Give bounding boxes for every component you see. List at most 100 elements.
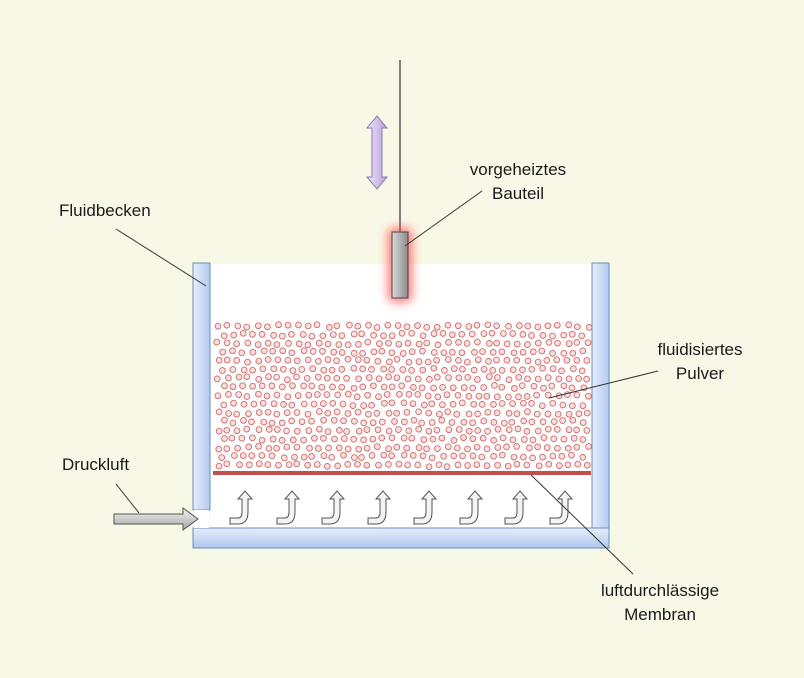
powder-particle	[455, 374, 463, 382]
leader-membrane	[530, 474, 634, 575]
powder-particle	[376, 340, 383, 347]
powder-particle	[365, 410, 372, 418]
powder-particle	[323, 463, 331, 470]
label-tank: Fluidbecken	[59, 199, 151, 223]
powder-particle	[434, 445, 441, 452]
powder-particle	[524, 322, 532, 330]
powder-particle	[320, 400, 327, 407]
powder-particle	[284, 376, 291, 384]
powder-particle	[355, 445, 363, 453]
powder-particle	[524, 408, 531, 415]
powder-particle	[304, 461, 311, 469]
powder-particle	[585, 324, 593, 331]
powder-particle	[515, 373, 523, 381]
powder-particle	[388, 332, 396, 340]
powder-particle	[340, 417, 347, 425]
powder-particle	[535, 462, 543, 470]
powder-particle	[573, 443, 581, 451]
powder-particle	[355, 356, 362, 363]
tank-wall-right	[591, 262, 610, 549]
powder-particle	[403, 408, 411, 416]
powder-particle	[423, 323, 431, 331]
powder-particle	[498, 400, 506, 407]
powder-particle	[360, 419, 368, 427]
powder-particle	[273, 341, 281, 348]
powder-particle	[528, 365, 536, 373]
powder-particle	[373, 324, 381, 331]
powder-particle	[465, 393, 473, 400]
powder-particle	[430, 384, 437, 392]
powder-particle	[490, 437, 497, 444]
powder-particle	[565, 375, 573, 383]
powder-particle	[408, 434, 416, 442]
powder-particle	[433, 426, 441, 434]
powder-particle	[414, 375, 422, 383]
powder-particle	[458, 330, 466, 338]
powder-particle	[350, 350, 358, 357]
powder-particle	[283, 409, 291, 416]
powder-particle	[221, 435, 228, 442]
powder-particle	[438, 416, 446, 424]
powder-particle	[475, 392, 483, 400]
powder-particle	[344, 410, 352, 417]
powder-particle	[293, 409, 301, 416]
powder-particle	[558, 452, 566, 460]
powder-particle	[555, 375, 563, 383]
powder-particle	[375, 461, 382, 469]
powder-particle	[260, 347, 268, 355]
powder-particle	[583, 427, 591, 434]
powder-particle	[333, 374, 341, 382]
powder-particle	[388, 399, 396, 407]
powder-particle	[264, 408, 272, 416]
tank-wall-left	[192, 262, 211, 511]
powder-particle	[338, 349, 346, 356]
powder-particle	[473, 321, 481, 329]
powder-particle	[334, 391, 342, 399]
powder-particle	[524, 357, 532, 365]
powder-particle	[424, 358, 432, 366]
powder-particle	[539, 364, 546, 372]
powder-particle	[220, 332, 228, 340]
powder-particle	[464, 374, 472, 381]
powder-particle	[400, 399, 408, 407]
powder-particle	[415, 408, 422, 416]
powder-particle	[234, 444, 241, 452]
powder-particle	[243, 425, 251, 433]
powder-particle	[534, 323, 542, 331]
powder-particle	[350, 384, 358, 392]
powder-particle	[219, 367, 226, 374]
powder-particle	[444, 443, 452, 451]
powder-particle	[570, 365, 577, 373]
powder-particle	[540, 384, 547, 392]
powder-particle	[354, 460, 361, 468]
powder-particle	[221, 382, 228, 390]
powder-particle	[378, 418, 386, 426]
powder-particle	[464, 462, 471, 469]
powder-particle	[550, 418, 558, 425]
powder-particle	[558, 367, 565, 375]
powder-particle	[529, 454, 536, 462]
powder-particle	[273, 444, 280, 452]
powder-particle	[529, 436, 537, 444]
powder-particle	[484, 428, 491, 435]
powder-particle	[386, 358, 393, 366]
powder-particle	[311, 434, 318, 442]
powder-particle	[299, 331, 307, 338]
powder-particle	[533, 391, 540, 399]
powder-particle	[264, 323, 271, 331]
powder-particle	[369, 419, 377, 427]
label-membrane-line1: luftdurchlässige	[600, 581, 720, 600]
powder-particle	[409, 400, 417, 408]
powder-particle	[405, 358, 413, 366]
powder-particle	[280, 454, 288, 462]
powder-particle	[564, 461, 572, 469]
powder-particle	[583, 375, 590, 383]
powder-particle	[585, 443, 592, 450]
powder-particle	[408, 329, 416, 337]
powder-particle	[260, 418, 268, 426]
powder-particle	[358, 330, 365, 338]
powder-particle	[288, 417, 296, 425]
powder-particle	[489, 367, 497, 374]
powder-particle	[359, 350, 366, 357]
